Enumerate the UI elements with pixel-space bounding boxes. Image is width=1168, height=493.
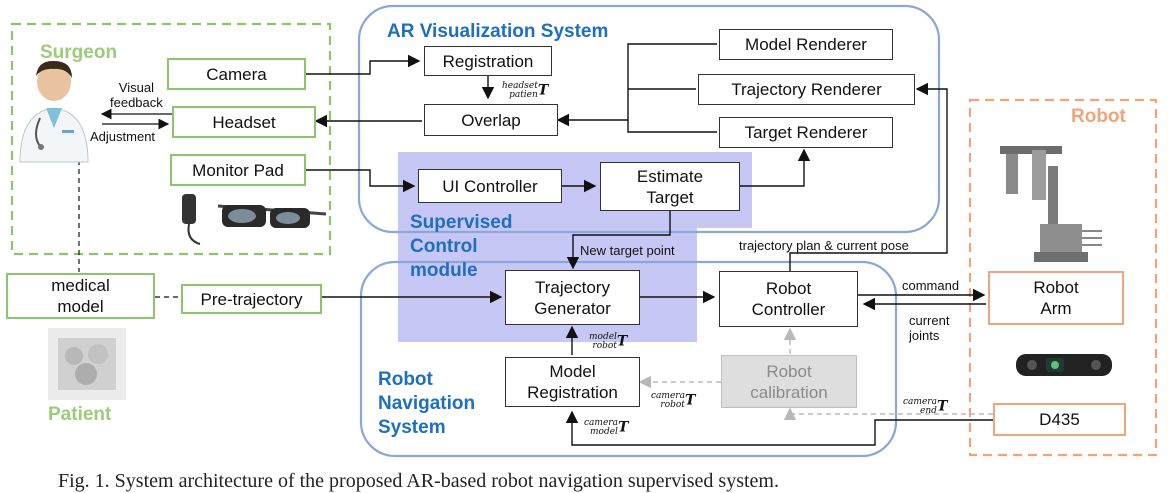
model-registration-line: Model — [549, 362, 596, 381]
robot-controller-line: Robot — [765, 279, 812, 298]
ar-system-title: AR Visualization System — [387, 21, 609, 42]
overlap-box: Overlap — [424, 104, 558, 136]
supervised-title-line: Control — [410, 236, 478, 257]
visual-feedback-label: Visual feedback — [110, 80, 163, 110]
command-label: command — [902, 278, 960, 293]
robot-arm-box: Robot Arm — [988, 271, 1124, 325]
line-target-renderer — [627, 120, 717, 133]
model-renderer-box: Model Renderer — [719, 29, 893, 60]
robot-arm-line: Robot — [1033, 278, 1079, 297]
camera-box: Camera — [167, 58, 306, 90]
robot-controller-line: Controller — [751, 300, 826, 319]
target-renderer-box: Target Renderer — [719, 117, 893, 148]
current-joints-line: current — [909, 313, 950, 328]
current-joints-line: joints — [909, 328, 940, 343]
arrow-camera-registration — [306, 54, 421, 75]
navigation-title-line: Navigation — [378, 393, 476, 414]
transform-sup: camera — [903, 396, 937, 407]
transform-sub: model — [590, 426, 618, 437]
transform-symbol: T — [617, 419, 629, 436]
supervised-title-line: module — [410, 260, 478, 281]
transform-sub: robot — [660, 399, 685, 410]
trajectory-generator-line: Trajectory — [535, 277, 610, 297]
adjustment-label: Adjustment — [90, 129, 156, 144]
arrow-d435-modelreg — [565, 410, 993, 446]
robot-arm-icon — [1000, 146, 1102, 262]
arrow-monitor-ui — [306, 169, 416, 193]
medical-model-line: model — [57, 297, 104, 316]
navigation-title: Robot Navigation System — [378, 368, 475, 440]
supervised-title: Supervised Control module — [410, 211, 512, 283]
transform-sup: camera — [584, 417, 618, 428]
robot-calibration-line: calibration — [750, 382, 828, 402]
pre-trajectory-box: Pre-trajectory — [181, 284, 322, 314]
navigation-title-line: System — [378, 417, 446, 438]
ar-system-region — [357, 4, 941, 234]
ui-controller-box: UI Controller — [418, 169, 562, 203]
estimate-target-line: Target — [646, 187, 694, 207]
transform-symbol: T — [684, 392, 696, 409]
transform-symbol: T — [537, 82, 549, 99]
robot-calibration-line: Robot — [766, 361, 812, 381]
model-registration-line: Registration — [527, 383, 618, 402]
d435-box: D435 — [993, 403, 1126, 436]
transform-sub: robot — [592, 340, 617, 351]
doctor-icon — [19, 60, 89, 163]
navigation-region — [359, 260, 898, 458]
current-joints-label: current joints — [909, 313, 949, 343]
patient-model-icon — [48, 328, 126, 400]
arrow-estimate-trajgen — [566, 211, 671, 270]
patient-title: Patient — [48, 404, 112, 425]
robot-calibration-box: Robot calibration — [721, 355, 857, 408]
trajectory-plan-label: trajectory plan & current pose — [739, 238, 909, 253]
arrow-model-renderer-overlap — [556, 43, 717, 127]
new-target-point-label: New target point — [580, 243, 675, 258]
estimate-target-box: Estimate Target — [600, 162, 740, 211]
estimate-target-line: Estimate — [636, 166, 704, 186]
arrow-d435-calib — [783, 407, 993, 421]
depth-camera-icon — [1016, 354, 1112, 376]
trajectory-generator-line: Generator — [534, 298, 611, 318]
trajectory-renderer-box: Trajectory Renderer — [698, 74, 915, 105]
arrow-robotctrl-trajrenderer — [789, 82, 948, 271]
transform-sup: headset — [502, 80, 538, 91]
robot-arm-line: Arm — [1040, 299, 1072, 318]
arrow-estimate-target-renderer — [740, 148, 811, 187]
robot-title: Robot — [1071, 106, 1126, 127]
medical-model-box: medical model — [6, 273, 155, 319]
medical-model-line: medical — [51, 276, 110, 295]
transform-symbol: T — [936, 398, 948, 415]
transform-sup: model — [589, 331, 617, 342]
transform-sub: end — [920, 405, 937, 416]
headset-box: Headset — [172, 106, 316, 138]
robot-region — [968, 98, 1158, 457]
surgeon-title: Surgeon — [40, 42, 118, 63]
robot-controller-box: Robot Controller — [719, 271, 858, 327]
supervised-title-line: Supervised — [410, 212, 513, 233]
transform-sub: patien — [509, 89, 538, 100]
monitor-pad-box: Monitor Pad — [170, 154, 306, 186]
surgeon-region — [10, 22, 332, 256]
trajectory-generator-box: Trajectory Generator — [505, 270, 640, 325]
transform-sup: camera — [651, 390, 685, 401]
figure-caption: Fig. 1. System architecture of the propo… — [58, 470, 779, 492]
registration-box: Registration — [424, 46, 552, 76]
visual-feedback-line: Visual — [118, 80, 154, 95]
smart-glasses-icon — [182, 194, 327, 245]
visual-feedback-line: feedback — [110, 95, 163, 110]
transform-symbol: T — [616, 333, 628, 350]
navigation-title-line: Robot — [378, 369, 433, 390]
model-registration-box: Model Registration — [505, 357, 640, 407]
